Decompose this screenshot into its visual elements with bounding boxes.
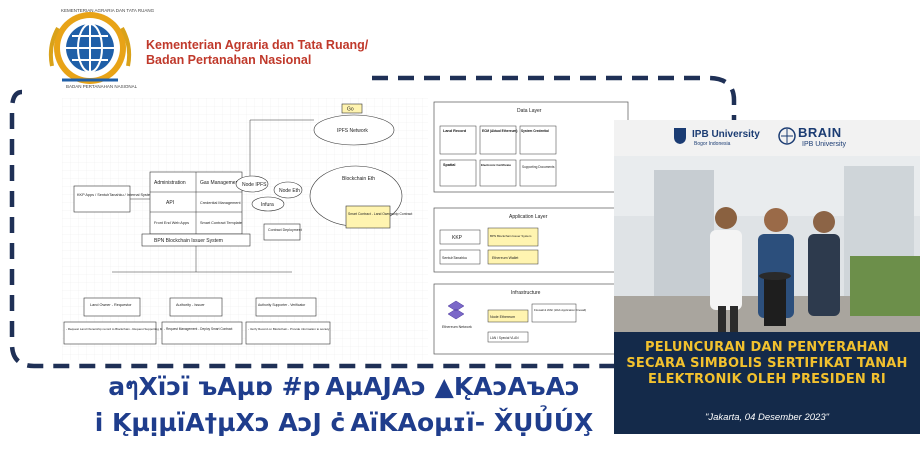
brain-logo-icon [778,127,796,145]
infra-firewall: Firewall & WAF (Web Application Firewall… [534,308,586,312]
node-ipfs-label: Node IPFS [242,182,267,188]
infra-eth-network: Ethereum Network [442,325,472,329]
card-title-line3: ELEKTRONIK OLEH PRESIDEN RI [648,372,886,387]
card-header: IPB University Bogor Indonesia BRAIN IPB… [614,120,920,156]
owner-tasks: - Request Land Ownership record to Block… [66,327,185,331]
land-record: Land Record [443,129,467,133]
card-date: "Jakarta, 04 Desember 2023" [705,412,829,423]
app-eth-wallet: Ethereum Wallet [492,256,518,260]
logo-ring-text-bottom: BADAN PERTANAHAN NASIONAL [66,84,138,89]
infura-label: Infura [261,202,274,208]
spatial: Spatial [443,163,455,167]
event-photo [614,156,920,332]
actor-supporter: Authority Supporter - Verificator [258,303,306,307]
ipb-label: IPB University [692,129,760,140]
infra-title: Infrastructure [511,290,541,296]
module-template: Smart Contract Template [200,221,242,225]
blockchain-architecture-diagram: Go IPFS Network KKP Apps / SentuhTanahku… [62,98,630,360]
data-layer-title: Data Layer [517,108,542,114]
smart-contract-label: Smart Contract - Land Ownership Contract [348,212,412,216]
module-frontend: Front End Web Apps [154,221,189,225]
supporting-docs: Supporting Documents [522,165,555,169]
org-name-line1: Kementerian Agraria dan Tata Ruang/ [146,38,369,52]
infra-lan: LAN / Special VLAN [490,336,519,340]
ethereum-network-icon [447,300,465,320]
org-name: Kementerian Agraria dan Tata Ruang/ Bada… [146,38,368,68]
module-admin: Administration [154,180,186,186]
authority-tasks: - Request Management - Deploy Smart Cont… [164,327,232,331]
kkp-label: KKP Apps / SentuhTanahku / Internal Syst… [77,193,153,197]
infrastructure-layer [433,283,629,355]
blockchain-label: Blockchain Eth [342,176,375,182]
app-layer-title: Application Layer [509,214,548,220]
app-sentuh: SentuhTanahku [442,256,467,260]
module-api: API [166,200,174,206]
e-cert: Electronic Certificate [481,163,511,167]
logo-ring-text-top: KEMENTERIAN AGRARIA DAN TATA RUANG [61,8,155,13]
issuer-label: BPN Blockchain Issuer System [154,238,223,244]
ecm: ECM (Aktual Ethereum) [482,129,517,133]
card-title-line2: SECARA SIMBOLIS SERTIFIKAT TANAH [626,356,908,371]
card-title: PELUNCURAN DAN PENYERAHAN SECARA SIMBOLI… [614,340,920,388]
app-bpn-issuer: BPN Blockchain Issuer System [490,234,532,238]
headline-line1: aๆXïɔï ъAµɒ #p AµAJAɔ ▲K̨AɔAъAɔ [108,372,580,401]
contract-deploy-label: Contract Deployment [268,228,302,232]
actor-land-owner: Land Owner - Requestor [90,303,132,307]
brain-label: BRAIN [798,125,842,140]
headline-line2: i K̨µᴉµïA†µXɔ AɔJ ċ AïKAoµɪï- X̌ỤỦÚX̧ [94,408,594,437]
infra-node-ethereum: Node Ethereum [490,315,515,319]
brain-sub: IPB University [802,141,846,148]
app-kkp: KKP [452,235,463,241]
system-credential: System Credential [521,129,549,133]
module-gas: Gas Management [200,180,240,186]
storage-label: Go [347,107,354,113]
card-title-line1: PELUNCURAN DAN PENYERAHAN [645,340,889,355]
ipb-crest-icon [674,128,686,144]
storage-box [341,103,363,114]
actor-authority: Authority - Issuer [176,303,205,307]
bpn-logo [48,12,132,84]
ipfs-label: IPFS Network [337,128,368,134]
ipfs-cloud [313,114,395,146]
node-eth-label: Node Eth [279,188,300,194]
supporter-tasks: - Verify Record on Blockchain - Provide … [248,327,330,331]
org-name-line2: Badan Pertanahan Nasional [146,53,312,67]
event-photo-card: IPB University Bogor Indonesia BRAIN IPB… [614,120,920,434]
module-cred: Credential Management [200,201,241,205]
ipb-sub: Bogor Indonesia [694,141,731,147]
